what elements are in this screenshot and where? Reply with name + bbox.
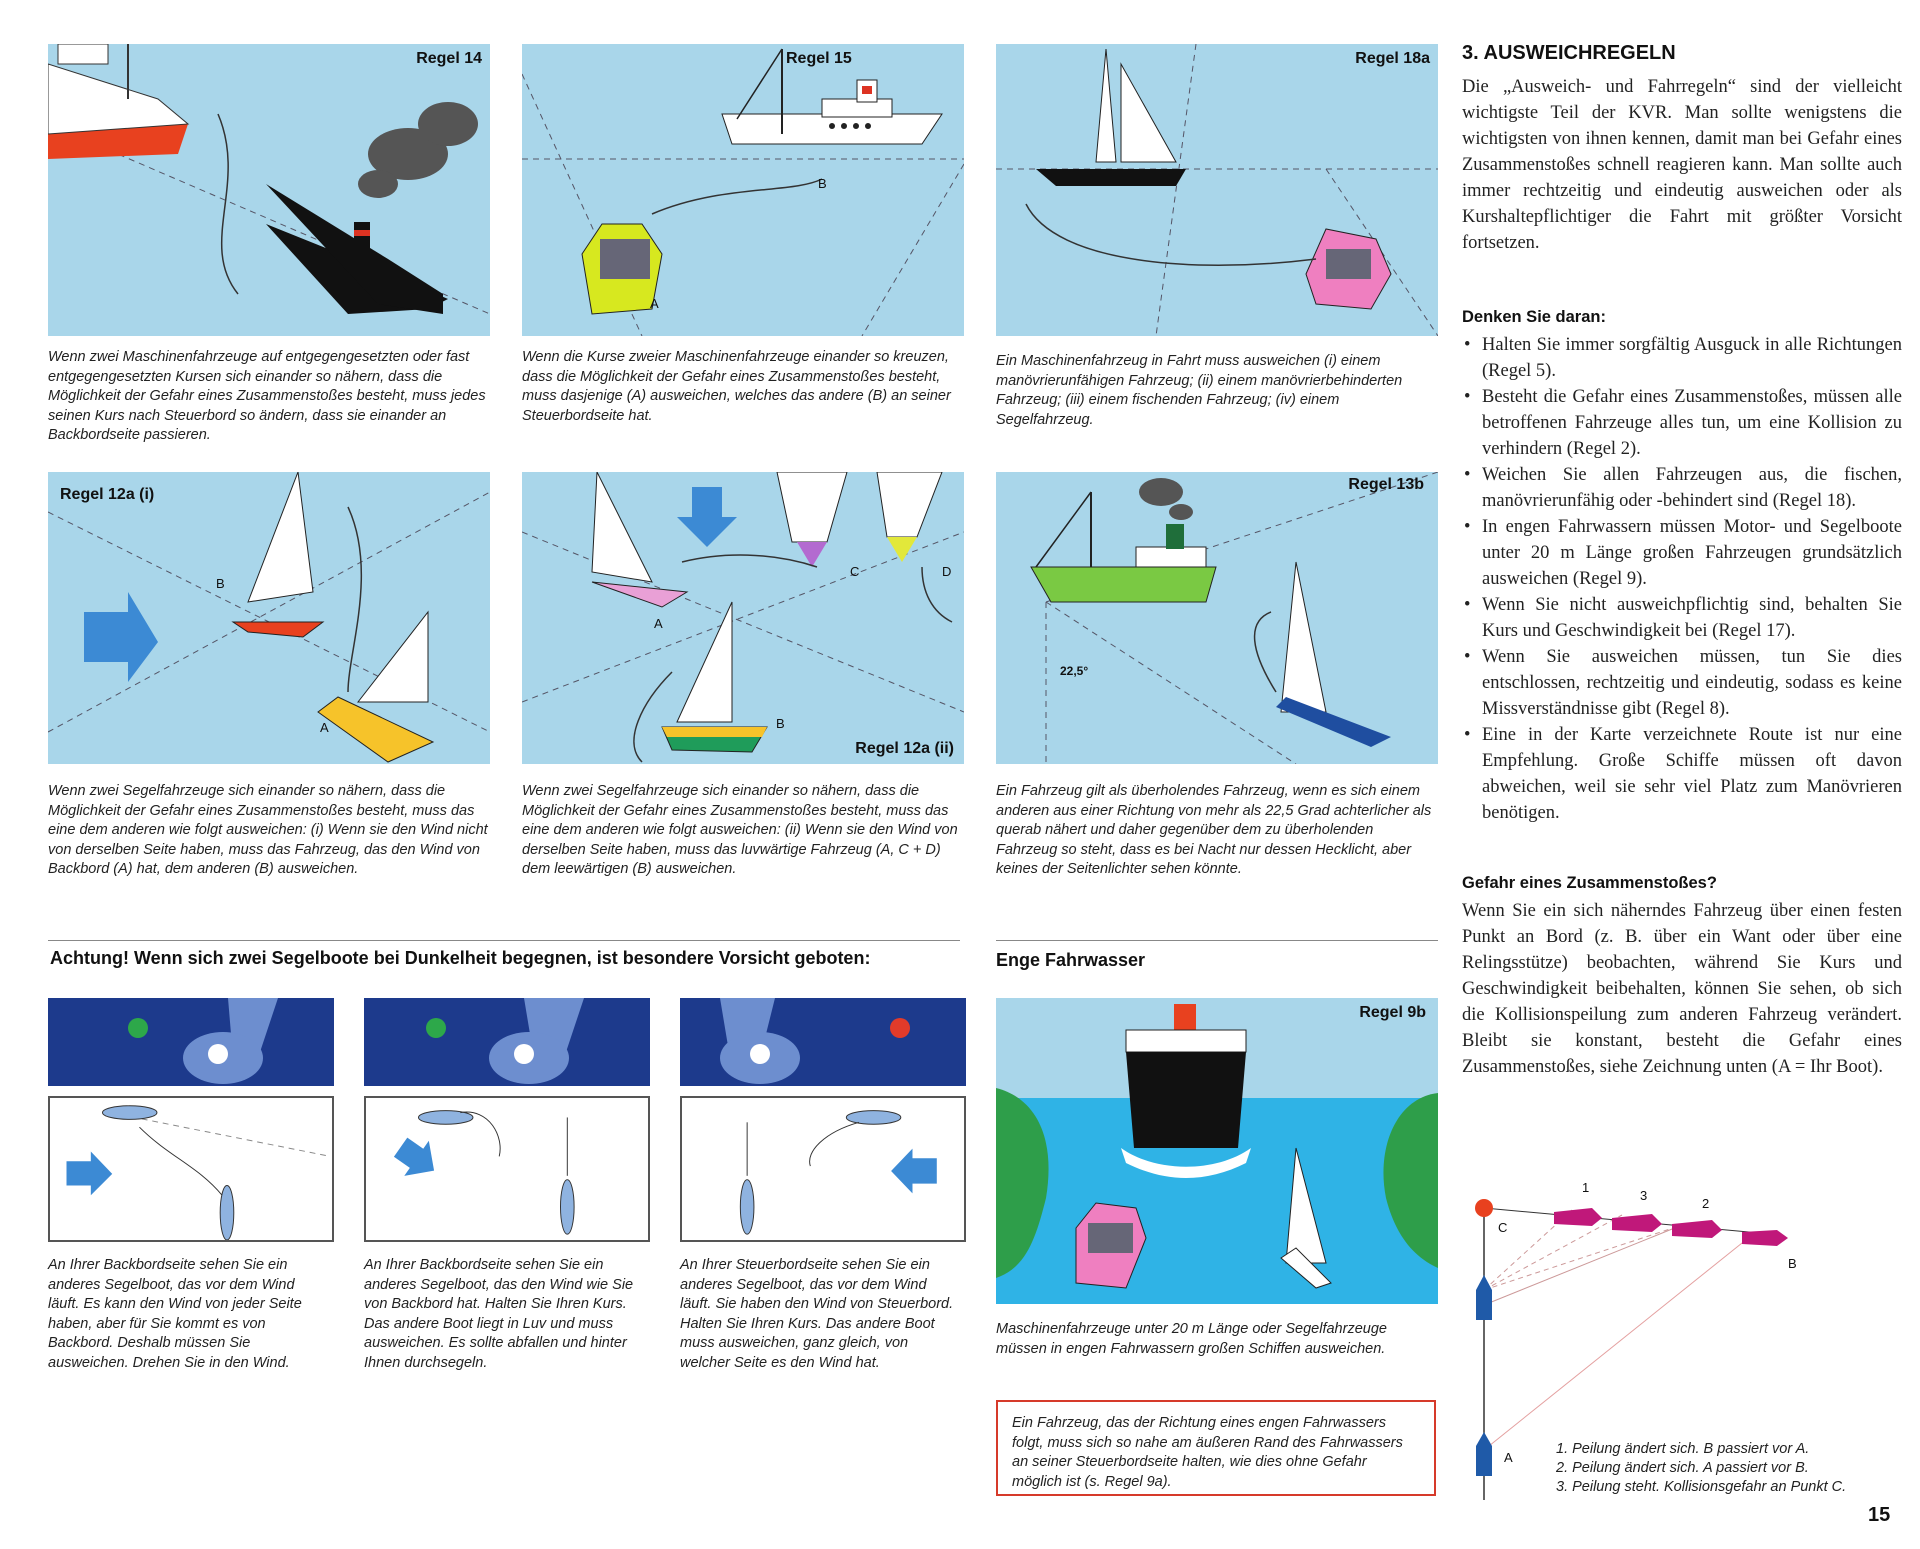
regel12ai-mark-a: A [320,720,329,735]
regel12aii-panel: Regel 12a (ii) A B C D [522,472,964,764]
night-2-sky [364,998,650,1086]
regel12ai-caption: Wenn zwei Segelfahrzeuge sich einander s… [48,783,488,877]
regel18a-caption: Ein Maschinenfahrzeug in Fahrt muss ausw… [996,353,1403,428]
night-caption-3: An Ihrer Steuerbordseite sehen Sie ein a… [680,1257,954,1371]
bearing-legend: 1. Peilung ändert sich. B passiert vor A… [1556,1440,1886,1497]
legend-item: 1. Peilung ändert sich. B passiert vor A… [1556,1441,1810,1457]
regel14-panel: Regel 14 [48,44,490,336]
divider-mid [996,940,1438,941]
regel15-label: Regel 15 [786,50,852,67]
bearing-label-1: 1 [1582,1180,1590,1195]
bullet-item: In engen Fahrwassern müssen Motor- und S… [1462,514,1902,592]
bullet-item: Besteht die Gefahr eines Zusammenstoßes,… [1462,384,1902,462]
night-panel-2 [364,998,650,1244]
bearing-label-3: 3 [1640,1188,1648,1203]
divider-left [48,940,960,941]
bullet-item: Weichen Sie allen Fahrzeugen aus, die fi… [1462,462,1902,514]
regel13b-panel: Regel 13b 22,5° [996,472,1438,764]
intro-text: Die „Ausweich- und Fahrregeln“ sind der … [1462,77,1902,253]
night-1-sky [48,998,334,1086]
regel13b-caption: Ein Fahrzeug gilt als überholendes Fahrz… [996,783,1432,877]
regel18a-illustration [996,44,1438,336]
regel15-illustration [522,48,964,336]
regel12ai-mark-b: B [216,576,225,591]
regel12aii-caption: Wenn zwei Segelfahrzeuge sich einander s… [522,783,958,877]
regel15-mark-a: A [650,296,659,311]
regel14-illustration [48,44,490,315]
legend-item: 2. Peilung ändert sich. A passiert vor B… [1556,1460,1809,1476]
regel9a-note-box: Ein Fahrzeug, das der Richtung eines eng… [996,1400,1436,1496]
night-caption-1: An Ihrer Backbordseite sehen Sie ein and… [48,1257,302,1371]
regel13b-angle: 22,5° [1060,664,1089,678]
regel14-label: Regel 14 [416,50,482,67]
regel15-caption: Wenn die Kurse zweier Maschinenfahrzeuge… [522,349,951,424]
regel12aii-mark-b: B [776,716,785,731]
bullet-item: Eine in der Karte verzeichnete Route ist… [1462,722,1902,826]
bearing-diagram: 1 3 2 C B A [1462,1180,1822,1500]
regel12ai-illustration [48,472,490,763]
regel15-mark-b: B [818,176,827,191]
bearing-label-a: A [1504,1450,1513,1465]
regel12aii-mark-c: C [850,564,860,579]
regel9b-illustration [996,998,1438,1289]
regel12aii-label: Regel 12a (ii) [855,740,954,757]
regel15-panel: Regel 15 B A [522,44,964,336]
regel13b-label: Regel 13b [1348,476,1424,493]
section-heading: 3. AUSWEICHREGELN [1462,42,1676,64]
regel9b-panel: Regel 9b [996,998,1438,1304]
night-panel-1 [48,998,334,1244]
bullet-item: Wenn Sie nicht ausweichpflichtig sind, b… [1462,592,1902,644]
bearing-label-c: C [1498,1220,1508,1235]
regel9b-caption: Maschinenfahrzeuge unter 20 m Länge oder… [996,1321,1387,1357]
regel12aii-mark-a: A [654,616,663,631]
regel12aii-mark-d: D [942,564,952,579]
legend-item: 3. Peilung steht. Kollisionsgefahr an Pu… [1556,1479,1847,1495]
night-1-diagram [48,1096,334,1242]
night-3-diagram [680,1096,966,1242]
denken-heading: Denken Sie daran: [1462,308,1606,326]
night-panel-3 [680,998,966,1244]
regel12aii-illustration [522,472,964,763]
regel14-caption: Wenn zwei Maschinenfahrzeuge auf entgege… [48,349,486,443]
gefahr-text: Wenn Sie ein sich näherndes Fahrzeug übe… [1462,901,1902,1077]
regel9b-label: Regel 9b [1359,1004,1426,1021]
bearing-label-2: 2 [1702,1196,1710,1211]
night-heading: Achtung! Wenn sich zwei Segelboote bei D… [50,948,871,968]
rules-bullet-list: Halten Sie immer sorgfältig Ausguck in a… [1462,332,1902,826]
regel13b-illustration [1030,472,1438,764]
gefahr-heading: Gefahr eines Zusammenstoßes? [1462,874,1717,892]
bullet-item: Halten Sie immer sorgfältig Ausguck in a… [1462,332,1902,384]
regel18a-label: Regel 18a [1355,50,1430,67]
night-3-sky [680,998,966,1086]
night-caption-2: An Ihrer Backbordseite sehen Sie ein and… [364,1257,634,1371]
regel12ai-label: Regel 12a (i) [60,486,155,503]
bullet-item: Wenn Sie ausweichen müssen, tun Sie dies… [1462,644,1902,722]
regel12ai-panel: Regel 12a (i) B A [48,472,490,764]
bearing-label-b: B [1788,1256,1797,1271]
page-number: 15 [1868,1504,1891,1526]
regel18a-panel: Regel 18a [996,44,1438,336]
night-2-diagram [364,1096,650,1242]
narrow-heading: Enge Fahrwasser [996,950,1146,970]
